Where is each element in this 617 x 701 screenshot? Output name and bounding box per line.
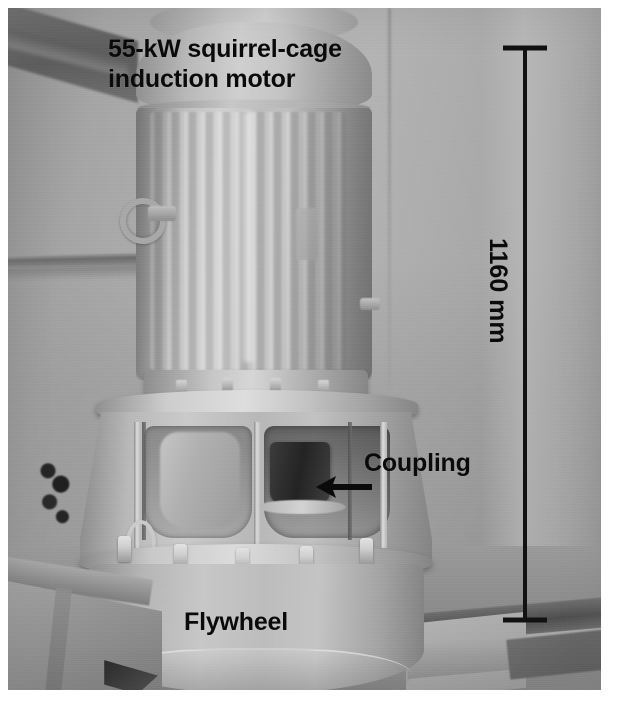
flywheel-stud <box>360 538 373 564</box>
flange-bolt <box>270 378 281 394</box>
pedestal-pillar <box>254 422 261 548</box>
flywheel-stud <box>118 536 131 562</box>
flange-bolt <box>222 378 233 394</box>
coupling-hub <box>270 442 330 504</box>
wall-seam <box>388 8 391 390</box>
vertical-dimension-line-icon <box>503 45 547 623</box>
cable-bundle <box>36 456 76 530</box>
pedestal-pillar <box>134 422 141 548</box>
motor-lifting-eye <box>120 198 166 244</box>
motor-specular-highlight <box>240 112 256 362</box>
motor-lifting-eye-bracket <box>148 206 176 221</box>
flywheel-stud <box>174 544 187 570</box>
motor-upper-housing <box>136 22 372 108</box>
flange-bolt <box>176 380 187 396</box>
pedestal-window-left-interior <box>160 432 240 528</box>
pedestal-pillar <box>380 422 387 548</box>
motor-terminal-box <box>296 208 318 260</box>
flywheel-callout-label: Flywheel <box>184 608 288 636</box>
coupling-base-plate <box>258 500 346 514</box>
dimension-value-label: 1160 mm <box>484 238 512 344</box>
motor-callout-label: 55-kW squirrel-cage induction motor <box>108 35 342 93</box>
flange-bolt <box>318 380 329 396</box>
coupling-callout-label: Coupling <box>364 449 471 477</box>
left-arrow-icon <box>316 476 372 498</box>
pedestal-pillar-shadow <box>348 422 352 540</box>
pedestal-pillar-shadow <box>142 422 146 540</box>
photograph: 55-kW squirrel-cage induction motor Coup… <box>8 8 601 690</box>
motor-side-fitting <box>360 298 380 310</box>
